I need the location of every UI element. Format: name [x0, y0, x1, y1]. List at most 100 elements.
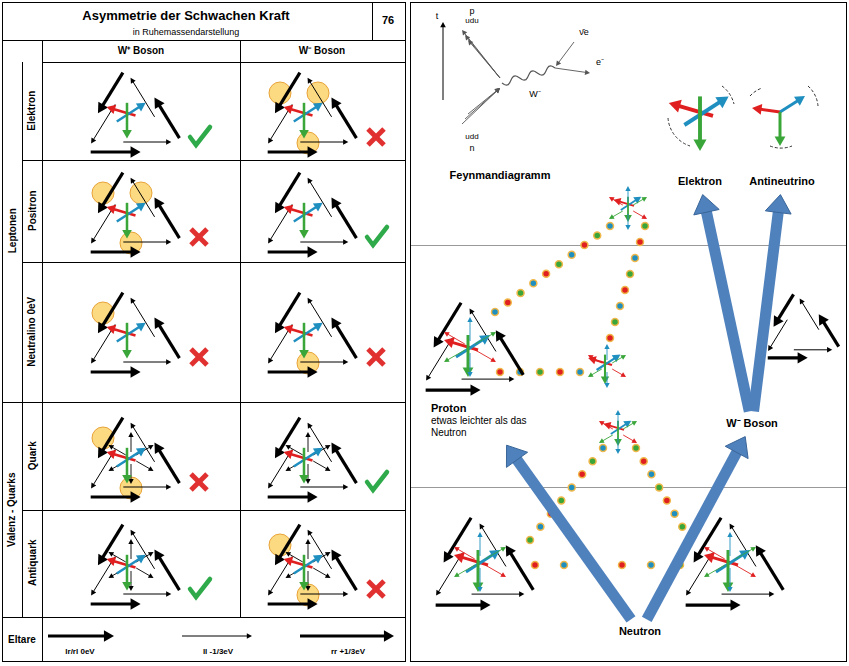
thick-arrow [91, 150, 133, 153]
radial-arrow-head [625, 186, 630, 191]
thin-arrow-head [343, 139, 348, 145]
blue-arm [294, 327, 317, 342]
thick-arrow [279, 173, 300, 207]
block-arrow [754, 210, 779, 411]
particle-label: Antineutrino [746, 173, 817, 190]
node-title: Antineutrino [749, 175, 814, 188]
radial-arrow-head [631, 421, 637, 426]
quark-dot [607, 335, 614, 342]
radial-arrow [313, 461, 327, 469]
radial-arrow-head [285, 552, 291, 557]
radial-arrow-head [631, 438, 637, 443]
thick-arrow [823, 321, 839, 347]
green-arm [126, 448, 129, 477]
check-mark [190, 127, 210, 145]
blue-arm [294, 452, 317, 467]
red-arm-head [284, 325, 294, 334]
radial-arrow-head [148, 445, 154, 450]
thin-arrow [300, 142, 344, 143]
thin-arrow-head [470, 309, 475, 315]
red-arm-head [284, 557, 294, 566]
radial-arrow [707, 549, 724, 559]
thick-arrow [778, 294, 794, 320]
thin-arrow [722, 594, 771, 595]
red-arm-head [284, 450, 294, 459]
green-arm-head [299, 475, 309, 484]
green-arm-head [463, 367, 474, 377]
radial-arrow-head [285, 466, 291, 471]
radial-arrow-head [609, 214, 615, 219]
quark-dot [537, 523, 544, 530]
right-panel-border [411, 3, 847, 662]
quark-line-head [495, 88, 500, 93]
thick-arrow-head [774, 315, 784, 327]
thin-arrow-head [308, 298, 313, 304]
radial-arrow [313, 568, 327, 576]
radial-arrow-head [128, 586, 133, 591]
thick-arrow-head [308, 491, 318, 502]
eltare-arrow [182, 636, 248, 637]
radial-arrow-head [305, 586, 310, 591]
thick-arrow [510, 552, 533, 590]
thin-arrow-head [91, 137, 96, 143]
blue-arm-head [715, 96, 728, 108]
block-arrow-head [694, 195, 719, 215]
thick-arrow-head [481, 599, 491, 610]
eltare-arrow-head [104, 630, 114, 641]
radial-arrow [618, 414, 619, 426]
radial-arrow [607, 348, 608, 360]
quark-dot [640, 458, 647, 465]
radial-arrow [308, 571, 309, 587]
thin-arrow-head [91, 482, 96, 488]
quark-dot [527, 537, 534, 544]
thin-arrow [300, 487, 344, 488]
red-arm-head [284, 205, 294, 214]
thick-arrow-head [506, 545, 516, 557]
panel-divider [411, 245, 846, 246]
blue-arm [117, 207, 140, 222]
thin-arrow-head [131, 530, 136, 536]
grid-line [2, 402, 406, 403]
quark-dot [671, 510, 678, 517]
thick-arrow [159, 556, 180, 590]
node-title: Elektron [678, 175, 722, 188]
thin-arrow [770, 320, 787, 348]
quark-dot [530, 280, 537, 287]
green-arm [126, 203, 129, 232]
thin-arrow-head [519, 591, 524, 597]
thin-arrow-head [730, 524, 735, 530]
thin-arrow-head [686, 590, 691, 596]
thin-arrow-head [343, 239, 348, 245]
grid-line [2, 40, 406, 41]
node-title: W⁻ Boson [726, 417, 778, 430]
radial-arrow [628, 190, 629, 202]
radial-arrow [131, 571, 132, 587]
thin-arrow-head [166, 591, 171, 597]
thick-arrow [279, 293, 300, 327]
quark-dot [532, 562, 539, 569]
radial-arrow-head [477, 532, 482, 537]
thick-arrow [768, 356, 800, 359]
red-arm-head [752, 104, 762, 115]
thin-arrow [133, 181, 155, 216]
radial-arrow-head [444, 357, 450, 362]
radial-arrow [633, 199, 643, 205]
thin-arrow-head [91, 589, 96, 595]
radial-arrow-head [500, 547, 506, 552]
text-label: ν̄e [579, 27, 589, 37]
radial-arrow-head [750, 547, 756, 552]
radial-arrow-head [604, 383, 609, 388]
thick-arrow-head [308, 366, 318, 377]
quark-dot [632, 255, 639, 262]
thin-arrow-head [131, 178, 136, 184]
thick-arrow [91, 370, 133, 373]
blue-arm [117, 327, 140, 342]
thick-arrow-head [819, 314, 829, 326]
cross-mark [368, 129, 384, 145]
thick-arrow-head [308, 598, 318, 609]
particle-label: Elektron [675, 173, 725, 190]
thick-arrow-head [154, 550, 164, 562]
green-arm [303, 323, 306, 352]
